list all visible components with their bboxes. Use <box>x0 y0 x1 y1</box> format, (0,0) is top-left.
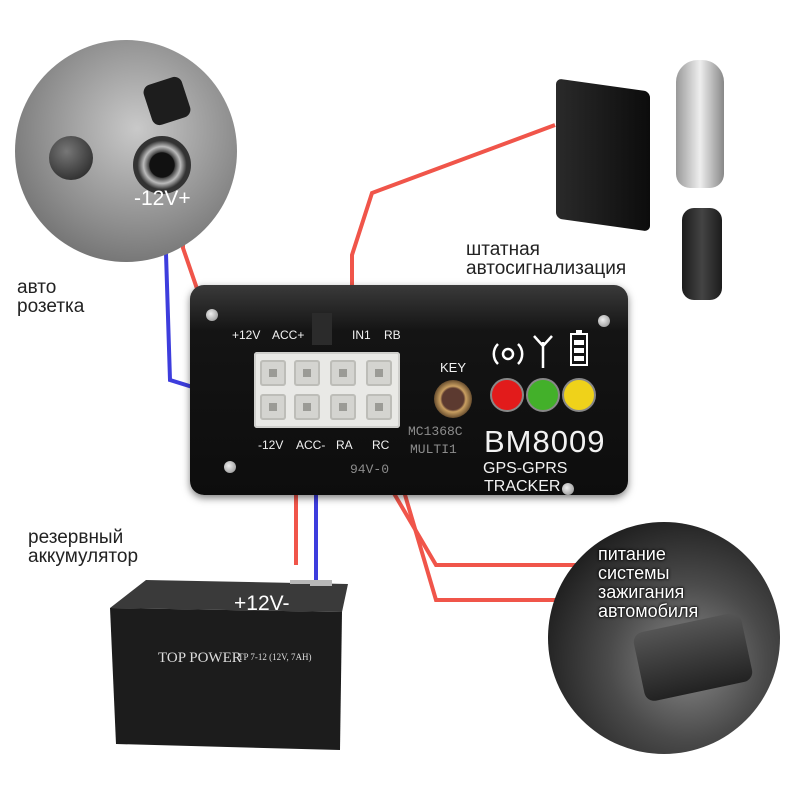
pin-label-ra: RA <box>336 438 353 452</box>
pin-label-minus12v: -12V <box>258 438 284 452</box>
auto-socket-label: авто розетка <box>17 277 85 317</box>
antenna-icon <box>533 335 553 368</box>
ignition-label: питание системы зажигания автомобиля <box>598 544 699 621</box>
pin-label-in1: IN1 <box>352 328 371 342</box>
board-mark: 94V-0 <box>350 462 390 477</box>
engine-photo <box>548 522 780 754</box>
connector-pin <box>294 360 320 386</box>
key-label: KEY <box>440 360 467 375</box>
alarm-label: штатная автосигнализация <box>466 239 627 279</box>
device-model: BM8009 <box>484 424 606 459</box>
backup-battery: TOP POWER TP 7-12 (12V, 7AH) +12V- <box>110 580 348 750</box>
socket-polarity-label: -12V+ <box>134 187 191 210</box>
battery-polarity-label: +12V- <box>234 592 290 615</box>
led-green <box>526 378 560 412</box>
screw-icon <box>224 461 236 473</box>
engine-cover <box>631 611 755 703</box>
connector-pin <box>294 394 320 420</box>
battery-level-icon <box>570 330 588 366</box>
connector-pin <box>366 360 392 386</box>
pin-label-12v: +12V <box>232 328 261 342</box>
module-line-1: MC1368C <box>408 424 463 439</box>
alarm-unit-icon <box>556 78 650 232</box>
led-red <box>490 378 524 412</box>
backup-battery-label: резервный аккумулятор <box>28 527 139 567</box>
remote-fob-2-icon <box>682 208 722 300</box>
pin-label-acc-positive: ACC+ <box>272 328 305 342</box>
led-yellow <box>562 378 596 412</box>
remote-fob-1-icon <box>676 60 724 188</box>
car-socket-photo: -12V+ <box>15 40 237 262</box>
tab-slot <box>312 313 332 345</box>
module-line-2: MULTI1 <box>410 442 457 457</box>
socket-cap-icon <box>141 74 193 128</box>
battery-model: TP 7-12 (12V, 7AH) <box>238 652 312 662</box>
screw-icon <box>206 309 218 321</box>
connector-pin <box>260 394 286 420</box>
socket-button-icon <box>49 136 93 180</box>
pin-label-acc-negative: ACC- <box>296 438 326 452</box>
pin-label-rb: RB <box>384 328 401 342</box>
signal-icon <box>492 343 524 365</box>
key-button[interactable] <box>434 380 472 418</box>
device-subtitle-2: TRACKER <box>484 478 561 495</box>
screw-icon <box>562 483 574 495</box>
cigarette-socket-icon <box>133 136 191 194</box>
battery-brand: TOP POWER <box>158 650 242 666</box>
pin-label-rc: RC <box>372 438 390 452</box>
battery-body <box>110 580 348 750</box>
device-subtitle-1: GPS-GPRS <box>483 460 568 477</box>
connector-pin <box>330 394 356 420</box>
connector-pin <box>330 360 356 386</box>
screw-icon <box>598 315 610 327</box>
connector-pin <box>366 394 392 420</box>
connector-pin <box>260 360 286 386</box>
wire-connector <box>254 352 400 428</box>
